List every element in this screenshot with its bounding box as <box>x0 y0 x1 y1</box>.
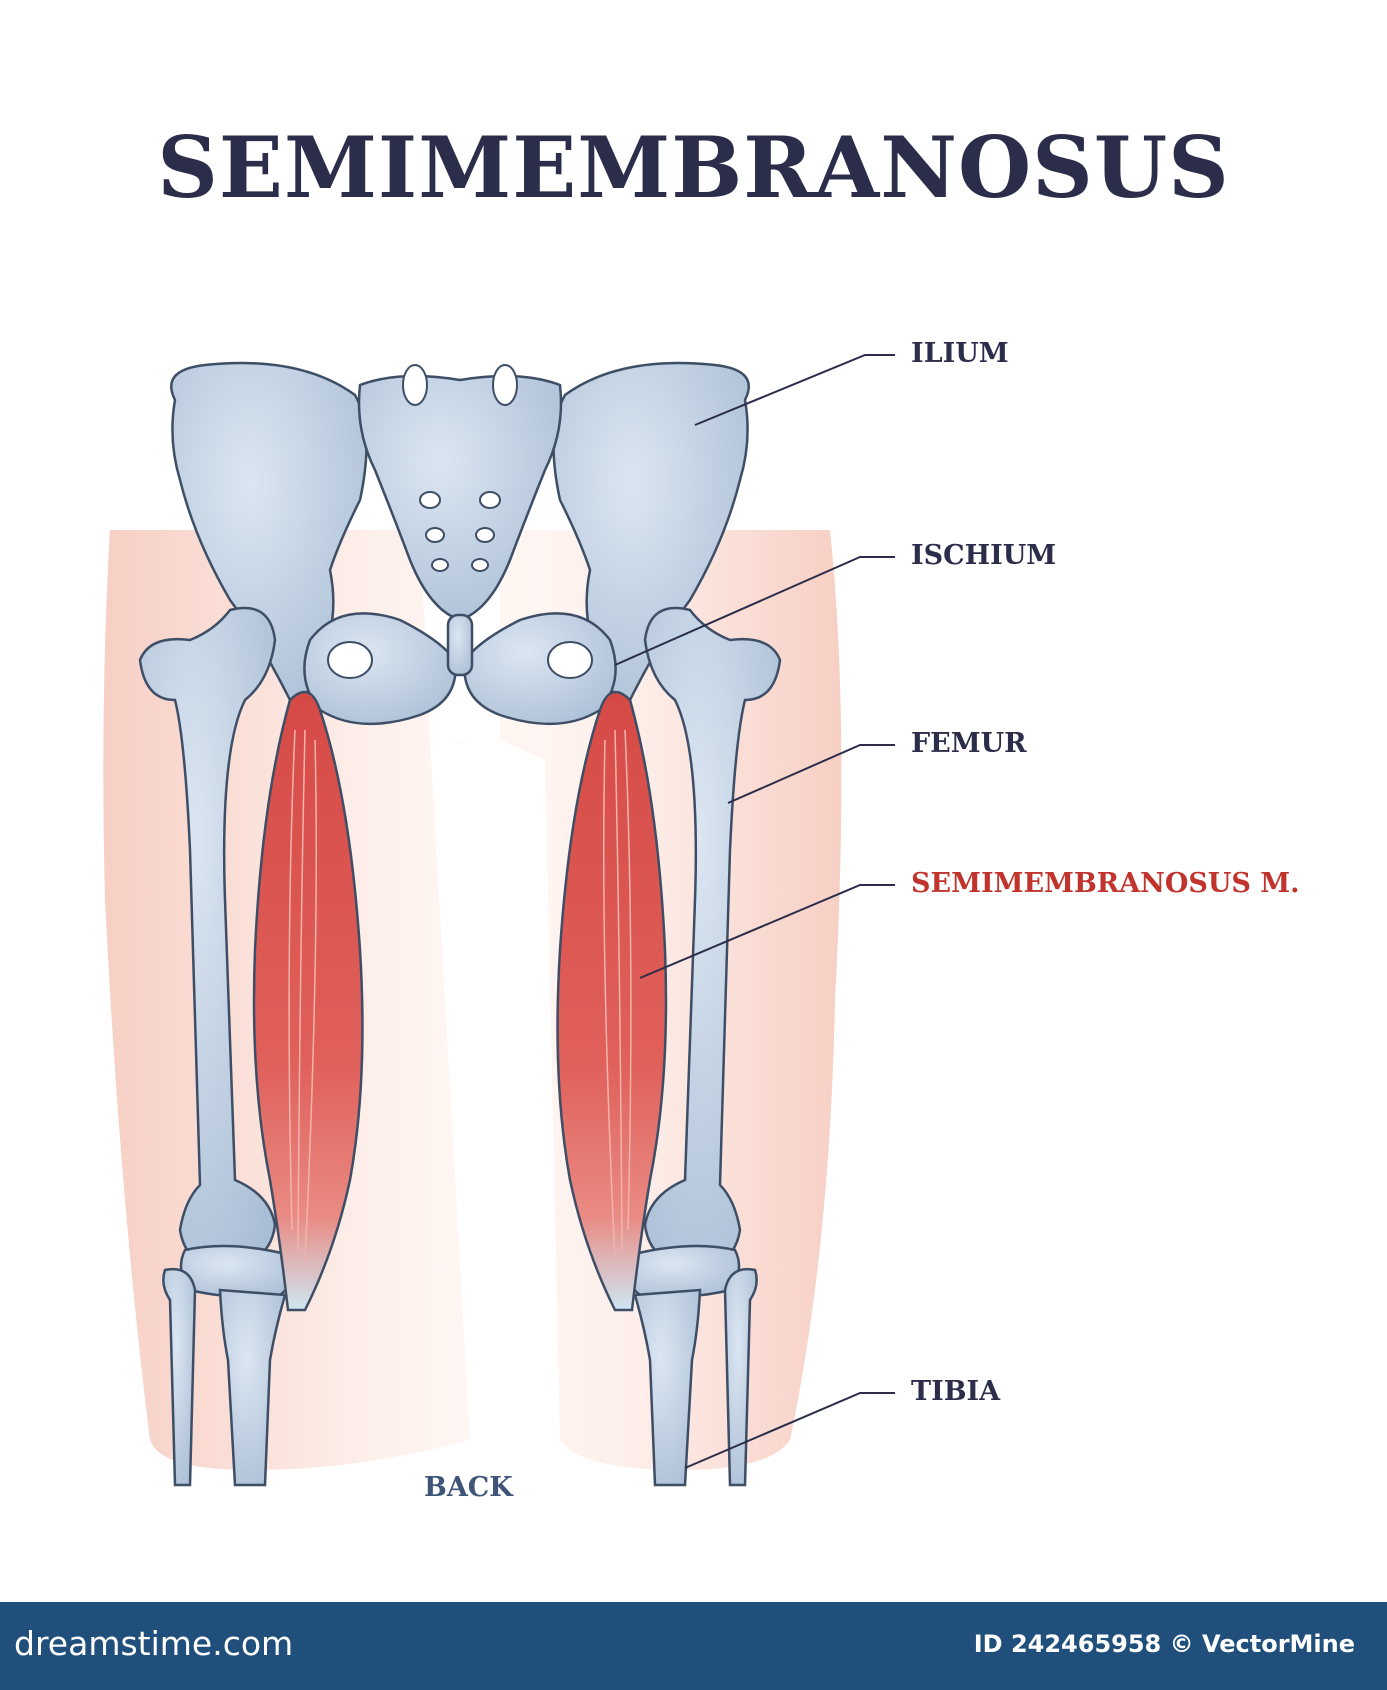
label-tibia: TIBIA <box>911 1376 1001 1407</box>
muscle-leader <box>639 884 895 979</box>
leader-lines <box>614 354 895 1469</box>
left-ilium <box>170 361 368 707</box>
pelvis <box>170 361 750 726</box>
label-ilium: ILIUM <box>911 338 1009 369</box>
sacrum <box>357 374 563 622</box>
left-tibia <box>218 1288 287 1487</box>
right-ilium <box>552 361 750 707</box>
brand-logo[interactable]: dreamstime.com <box>14 1624 294 1663</box>
semimembranosus-muscles <box>252 690 668 1312</box>
pelvis-holes <box>327 364 593 679</box>
right-fibula <box>723 1267 758 1487</box>
ilium-leader <box>694 354 895 426</box>
label-semimembranosus-muscle: SEMIMEMBRANOSUS M. <box>911 868 1300 899</box>
muscle-fibers <box>288 729 632 1261</box>
view-label: BACK <box>424 1472 513 1503</box>
lower-legs <box>162 1244 758 1487</box>
femurs <box>138 606 782 1267</box>
footer-bar: dreamstime.com ID 242465958 © VectorMine <box>0 1602 1387 1690</box>
image-credit: ID 242465958 © VectorMine <box>973 1630 1355 1658</box>
left-fibula <box>162 1267 197 1487</box>
left-ischium-ring <box>303 612 457 726</box>
ischium-leader <box>614 556 895 666</box>
left-knee <box>179 1244 295 1298</box>
right-tibia <box>633 1288 702 1487</box>
right-knee <box>625 1244 741 1298</box>
label-ischium: ISCHIUM <box>911 540 1057 571</box>
femur-leader <box>727 744 895 804</box>
coccyx <box>446 613 474 677</box>
label-femur: FEMUR <box>911 728 1027 759</box>
left-femur <box>138 606 277 1267</box>
right-femur <box>643 606 782 1267</box>
semimembranosus-illustration <box>103 354 895 1487</box>
right-semimembranosus <box>556 690 668 1312</box>
right-ischium-ring <box>463 612 617 726</box>
page-title: SEMIMEMBRANOSUS <box>157 118 1230 217</box>
left-semimembranosus <box>252 690 364 1312</box>
tibia-leader <box>684 1392 895 1469</box>
